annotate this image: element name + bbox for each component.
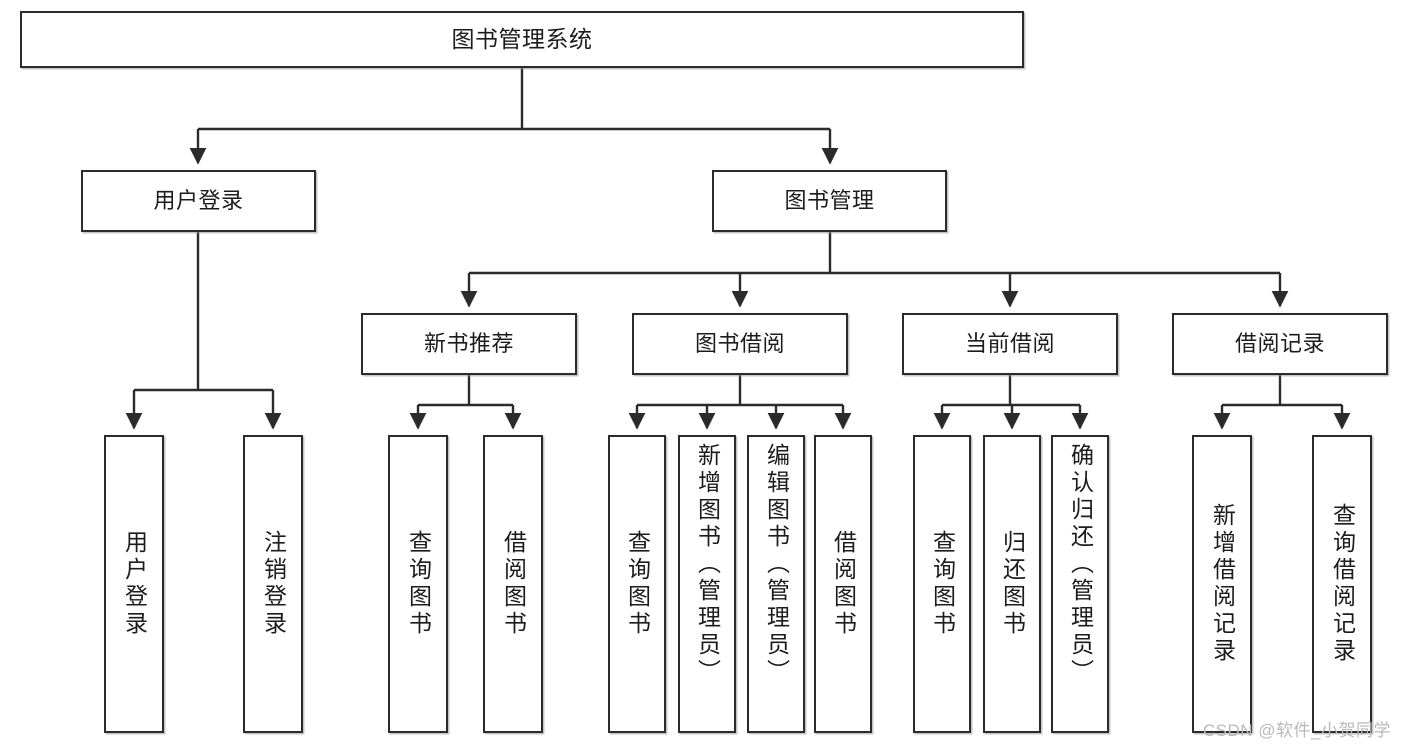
node-level2-0[interactable]: 用户登录 [81, 170, 316, 232]
node-leaf-2[interactable]: 查询图书 [388, 435, 448, 733]
node-level3-0[interactable]: 新书推荐 [361, 313, 577, 375]
csdn-watermark: CSDN @软件_小贺同学 [1202, 721, 1391, 740]
node-label: 注销登录 [260, 530, 287, 638]
node-level3-3[interactable]: 借阅记录 [1172, 313, 1388, 375]
node-level3-1[interactable]: 图书借阅 [632, 313, 848, 375]
node-label: 编辑图书（管理员） [763, 443, 790, 686]
node-leaf-4[interactable]: 查询图书 [608, 435, 666, 733]
node-leaf-3[interactable]: 借阅图书 [483, 435, 543, 733]
node-label: 借阅图书 [830, 530, 857, 638]
node-label: 确认归还（管理员） [1067, 443, 1094, 686]
node-leaf-6[interactable]: 编辑图书（管理员） [747, 435, 805, 733]
node-label: 新增图书（管理员） [694, 443, 721, 686]
node-label: 新增借阅记录 [1209, 503, 1236, 665]
node-label: 新书推荐 [423, 331, 514, 357]
node-label: 借阅图书 [500, 530, 527, 638]
node-label: 查询图书 [405, 530, 432, 638]
node-leaf-7[interactable]: 借阅图书 [814, 435, 872, 733]
node-leaf-11[interactable]: 新增借阅记录 [1192, 435, 1252, 733]
node-label: 查询借阅记录 [1329, 503, 1356, 665]
node-leaf-8[interactable]: 查询图书 [913, 435, 971, 733]
node-leaf-0[interactable]: 用户登录 [104, 435, 164, 733]
node-leaf-5[interactable]: 新增图书（管理员） [678, 435, 736, 733]
node-leaf-9[interactable]: 归还图书 [983, 435, 1041, 733]
node-leaf-12[interactable]: 查询借阅记录 [1312, 435, 1372, 733]
node-leaf-10[interactable]: 确认归还（管理员） [1051, 435, 1109, 733]
node-level2-1[interactable]: 图书管理 [712, 170, 947, 232]
node-label: 查询图书 [929, 530, 956, 638]
node-label: 查询图书 [624, 530, 651, 638]
node-root-图书管理系统[interactable]: 图书管理系统 [20, 11, 1024, 68]
node-label: 用户登录 [121, 530, 148, 638]
node-label: 借阅记录 [1234, 331, 1325, 357]
node-label: 图书管理系统 [451, 26, 593, 53]
node-label: 图书管理 [784, 188, 875, 214]
node-label: 图书借阅 [694, 331, 785, 357]
node-label: 当前借阅 [964, 331, 1055, 357]
node-leaf-1[interactable]: 注销登录 [243, 435, 303, 733]
node-label: 归还图书 [999, 530, 1026, 638]
node-label: 用户登录 [153, 188, 244, 214]
node-level3-2[interactable]: 当前借阅 [902, 313, 1118, 375]
